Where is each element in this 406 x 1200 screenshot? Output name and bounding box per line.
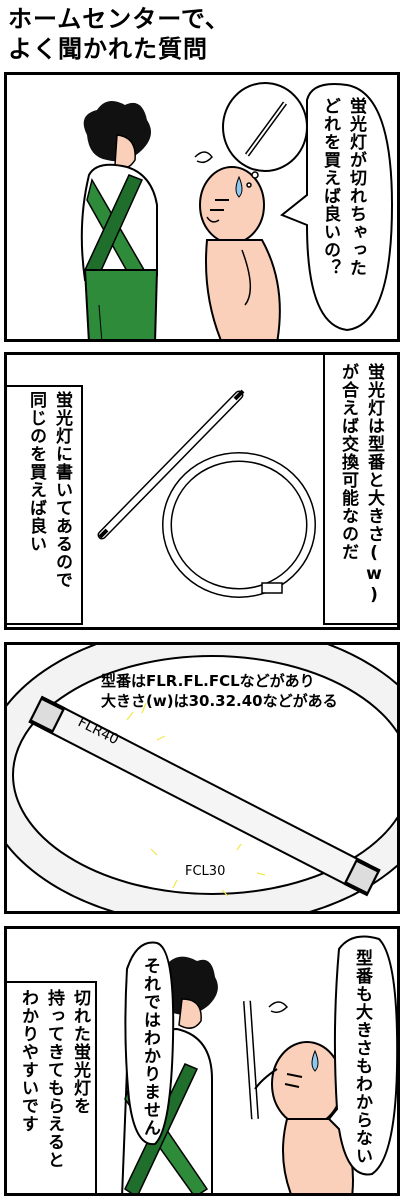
- panel-4-right-speech: 型番も大きさもわからない: [352, 949, 372, 1165]
- panel-4-left-box: [7, 981, 97, 1193]
- panel-4-art: [121, 935, 397, 1193]
- panel-1: 蛍光灯が切れちゃった どれを買えば良いの？: [4, 72, 400, 342]
- speech-bubble-shape: [280, 83, 394, 332]
- panel-3-art: FLR40 FCL30: [7, 645, 397, 911]
- panel-2-right-box: [323, 355, 397, 625]
- customer-figure: [194, 151, 281, 339]
- circular-tube-icon: [162, 452, 316, 598]
- panel-1-art: [80, 82, 394, 339]
- glow-effect: [105, 702, 266, 897]
- panel-2: 蛍光灯は型番と大きさ(w) が合えば交換可能なのだ 蛍光灯に書いてあるので 同じ…: [4, 352, 400, 630]
- panel-4: 型番も大きさもわからない それではわかりません 切れた蛍光灯を 持ってきてもらえ…: [4, 926, 400, 1196]
- confusion-swirl-icon: [268, 1001, 289, 1014]
- panel-4-middle-speech: それではわかりません: [140, 957, 160, 1137]
- customer-figure: [254, 1001, 354, 1193]
- title-line-2: よく聞かれた質問: [8, 35, 208, 63]
- middle-speech-bubble-shape: [124, 941, 175, 1146]
- panel-3-caption-line-1: 型番はFLR.FL.FCLなどがあり: [101, 672, 315, 690]
- panel-2-left-box: [7, 385, 83, 625]
- panel-2-art: [97, 389, 316, 598]
- panel-2-left-text: 蛍光灯に書いてあるので 同じのを買えば良い: [26, 391, 72, 589]
- confusion-swirl-icon: [194, 151, 213, 164]
- ring-label-fcl30: FCL30: [185, 864, 225, 879]
- clerk-figure: [80, 101, 159, 339]
- circular-tube-large: [7, 645, 397, 911]
- straight-tube-icon: [97, 389, 245, 540]
- panel-3: FLR40 FCL30 型番はFLR.FL.FCLなどがあり 大きさ(w)は30…: [4, 642, 400, 914]
- straight-tube-large: [28, 695, 381, 897]
- comic-title: ホームセンターで、 よく聞かれた質問: [8, 4, 230, 64]
- right-speech-bubble-shape: [327, 935, 397, 1176]
- tube-in-hand-icon: [243, 1000, 259, 1120]
- panel-2-right-text: 蛍光灯は型番と大きさ(w) が合えば交換可能なのだ: [338, 363, 384, 606]
- panel-1-speech: 蛍光灯が切れちゃった どれを買えば良いの？: [320, 97, 366, 277]
- panel-3-caption-line-2: 大きさ(w)は30.32.40などがある: [101, 692, 338, 710]
- panel-4-left-text: 切れた蛍光灯を 持ってきてもらえると わかりやすいです: [18, 989, 90, 1169]
- title-line-1: ホームセンターで、: [8, 5, 230, 33]
